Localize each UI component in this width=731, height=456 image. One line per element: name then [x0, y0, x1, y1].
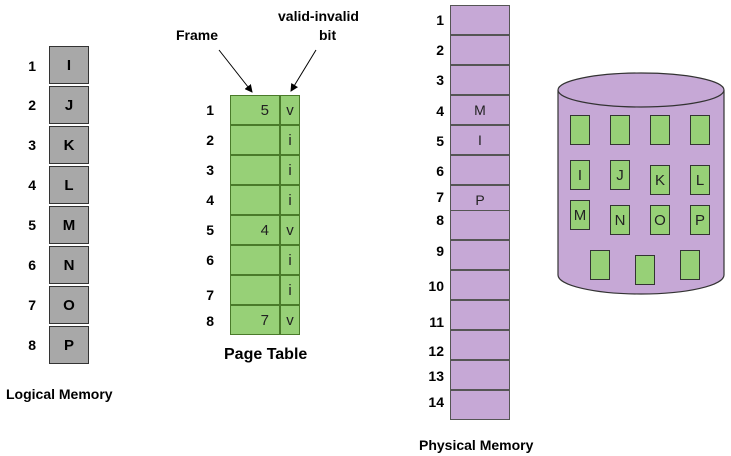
pm-row-number: 8: [436, 212, 444, 228]
pt-frame-cell: [230, 275, 280, 305]
pm-row-number: 2: [436, 42, 444, 58]
disk-block: [680, 250, 700, 280]
disk-block: [635, 255, 655, 285]
pt-row-number: 4: [206, 192, 214, 208]
valid-invalid-label-bit: bit: [319, 27, 337, 43]
valid-invalid-label: valid-invalid: [278, 8, 359, 24]
lm-page-cell: M: [49, 206, 89, 244]
pt-row-number: 1: [206, 102, 214, 118]
lm-row-number: 6: [28, 257, 36, 273]
disk-block: [650, 115, 670, 145]
disk-block: [570, 115, 590, 145]
pm-row-number: 6: [436, 163, 444, 179]
pt-row-number: 2: [206, 132, 214, 148]
pm-frame-cell: [450, 210, 510, 240]
lm-row-number: 3: [28, 137, 36, 153]
pm-row-number: 11: [429, 314, 444, 330]
pt-row-number: 8: [206, 313, 214, 329]
lm-row-number: 4: [28, 177, 36, 193]
pt-frame-cell: [230, 155, 280, 185]
lm-page-cell: L: [49, 166, 89, 204]
bit-arrow: [290, 49, 317, 92]
disk-block: M: [570, 200, 590, 230]
disk-block: [690, 115, 710, 145]
disk-block: P: [690, 205, 710, 235]
lm-page-cell: P: [49, 326, 89, 364]
disk-block: I: [570, 160, 590, 190]
pt-frame-cell: [230, 245, 280, 275]
pt-frame-cell: 5: [230, 95, 280, 125]
pm-frame-cell: [450, 65, 510, 95]
lm-page-cell: K: [49, 126, 89, 164]
page-table-title: Page Table: [224, 346, 308, 363]
pt-row-number: 7: [206, 287, 214, 303]
lm-row-number: 7: [28, 297, 36, 313]
frame-arrow: [218, 49, 253, 93]
pm-frame-cell: [450, 240, 510, 270]
pt-row-number: 5: [206, 222, 214, 238]
pt-bit-cell: i: [280, 155, 300, 185]
lm-page-cell: O: [49, 286, 89, 324]
disk-cylinder: [557, 72, 725, 295]
pm-frame-cell: [450, 35, 510, 65]
pt-bit-cell: v: [280, 215, 300, 245]
pm-row-number: 4: [436, 103, 444, 119]
disk-block: L: [690, 165, 710, 195]
frame-label: Frame: [176, 27, 219, 43]
pt-bit-cell: i: [280, 275, 300, 305]
pt-bit-cell: i: [280, 125, 300, 155]
pt-bit-cell: v: [280, 305, 300, 335]
pt-frame-cell: 7: [230, 305, 280, 335]
disk-block: [610, 115, 630, 145]
lm-row-number: 1: [28, 58, 36, 74]
pm-frame-cell: I: [450, 125, 510, 155]
pm-row-number: 1: [436, 12, 444, 28]
pm-row-number: 3: [436, 72, 444, 88]
pt-bit-cell: v: [280, 95, 300, 125]
lm-page-cell: J: [49, 86, 89, 124]
disk-block: J: [610, 160, 630, 190]
pm-row-number: 12: [428, 343, 444, 359]
pm-frame-cell: [450, 390, 510, 420]
pm-frame-cell: [450, 5, 510, 35]
pt-row-number: 6: [206, 252, 214, 268]
pm-row-number: 9: [436, 243, 444, 259]
disk-block: O: [650, 205, 670, 235]
lm-row-number: 5: [28, 217, 36, 233]
pm-frame-cell: [450, 360, 510, 390]
pm-row-number: 5: [436, 133, 444, 149]
disk-block: K: [650, 165, 670, 195]
pm-row-number: 14: [428, 394, 444, 410]
pm-frame-cell: [450, 155, 510, 185]
lm-page-cell: N: [49, 246, 89, 284]
pt-frame-cell: 4: [230, 215, 280, 245]
disk-block: N: [610, 205, 630, 235]
lm-row-number: 8: [28, 337, 36, 353]
pm-frame-cell: M: [450, 95, 510, 125]
disk-block: [590, 250, 610, 280]
pt-bit-cell: i: [280, 245, 300, 275]
pm-frame-cell: [450, 300, 510, 330]
pm-frame-cell: [450, 270, 510, 300]
pt-bit-cell: i: [280, 185, 300, 215]
logical-memory-title: Logical Memory: [6, 386, 113, 402]
pt-frame-cell: [230, 185, 280, 215]
lm-row-number: 2: [28, 97, 36, 113]
pt-row-number: 3: [206, 162, 214, 178]
physical-memory-title: Physical Memory: [419, 437, 534, 453]
pm-row-number: 13: [428, 368, 444, 384]
pm-frame-cell: [450, 330, 510, 360]
pm-row-number: 10: [428, 278, 444, 294]
pm-row-number: 7: [436, 189, 444, 205]
pt-frame-cell: [230, 125, 280, 155]
lm-page-cell: I: [49, 46, 89, 84]
